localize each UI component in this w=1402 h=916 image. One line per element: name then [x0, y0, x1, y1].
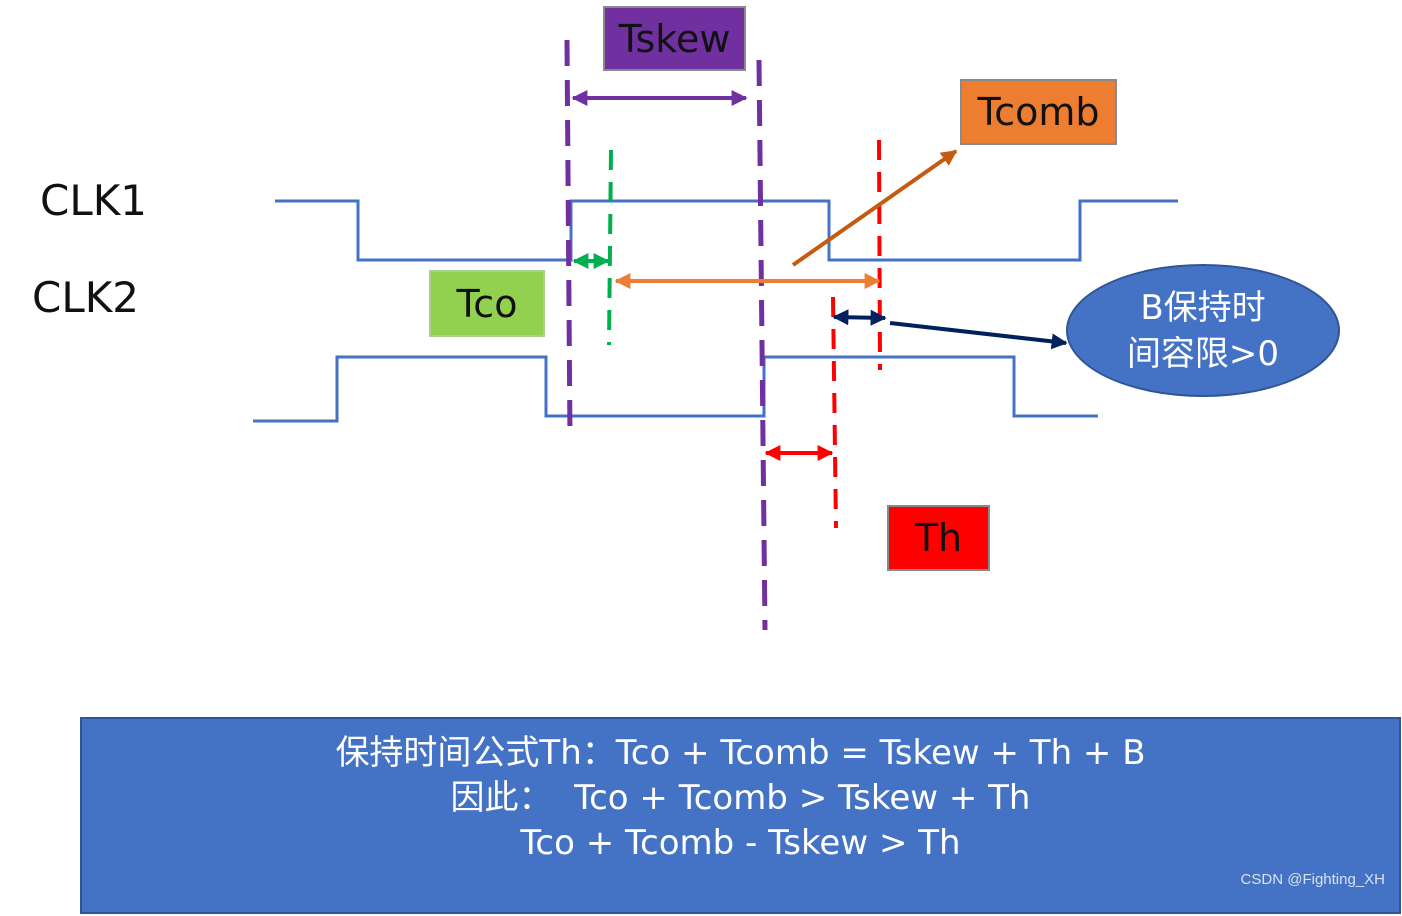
tcomb-label: Tcomb [960, 79, 1117, 145]
formula-line-3: Tco + Tcomb - Tskew > Th [520, 823, 961, 863]
watermark: CSDN @Fighting_XH [1240, 871, 1385, 888]
hold-margin-callout: B保持时 间容限>0 [1066, 264, 1340, 397]
th-label: Th [887, 505, 990, 571]
hold-margin-pointer [889, 321, 1068, 350]
formula-line-2: 因此： Tco + Tcomb > Tskew + Th [450, 778, 1031, 818]
tskew-label-text: Tskew [618, 16, 731, 61]
formula-box: 保持时间公式Th：Tco + Tcomb = Tskew + Th + B 因此… [80, 717, 1401, 914]
clk1-waveform [275, 199, 1178, 262]
tco-label-text: Tco [456, 281, 518, 326]
callout-line-2: 间容限>0 [1126, 333, 1280, 374]
tco-label: Tco [429, 270, 545, 337]
callout-line-1: B保持时 [1140, 287, 1266, 328]
th-label-text: Th [914, 516, 963, 560]
tco-marker-line [607, 149, 613, 346]
clk1-label: CLK1 [40, 176, 147, 225]
tskew-label: Tskew [603, 6, 746, 71]
hold-margin-arrow [832, 309, 887, 326]
formula-line-1: 保持时间公式Th：Tco + Tcomb = Tskew + Th + B [335, 733, 1146, 773]
tskew-start-line [564, 39, 573, 441]
tcomb-leader-arrow [791, 149, 958, 267]
clk2-waveform [253, 355, 1098, 423]
tcomb-end-line [877, 139, 882, 371]
tcomb-label-text: Tcomb [977, 90, 1100, 134]
tskew-end-line [756, 59, 768, 631]
clk2-label: CLK2 [32, 273, 139, 322]
th-end-line [831, 296, 838, 529]
